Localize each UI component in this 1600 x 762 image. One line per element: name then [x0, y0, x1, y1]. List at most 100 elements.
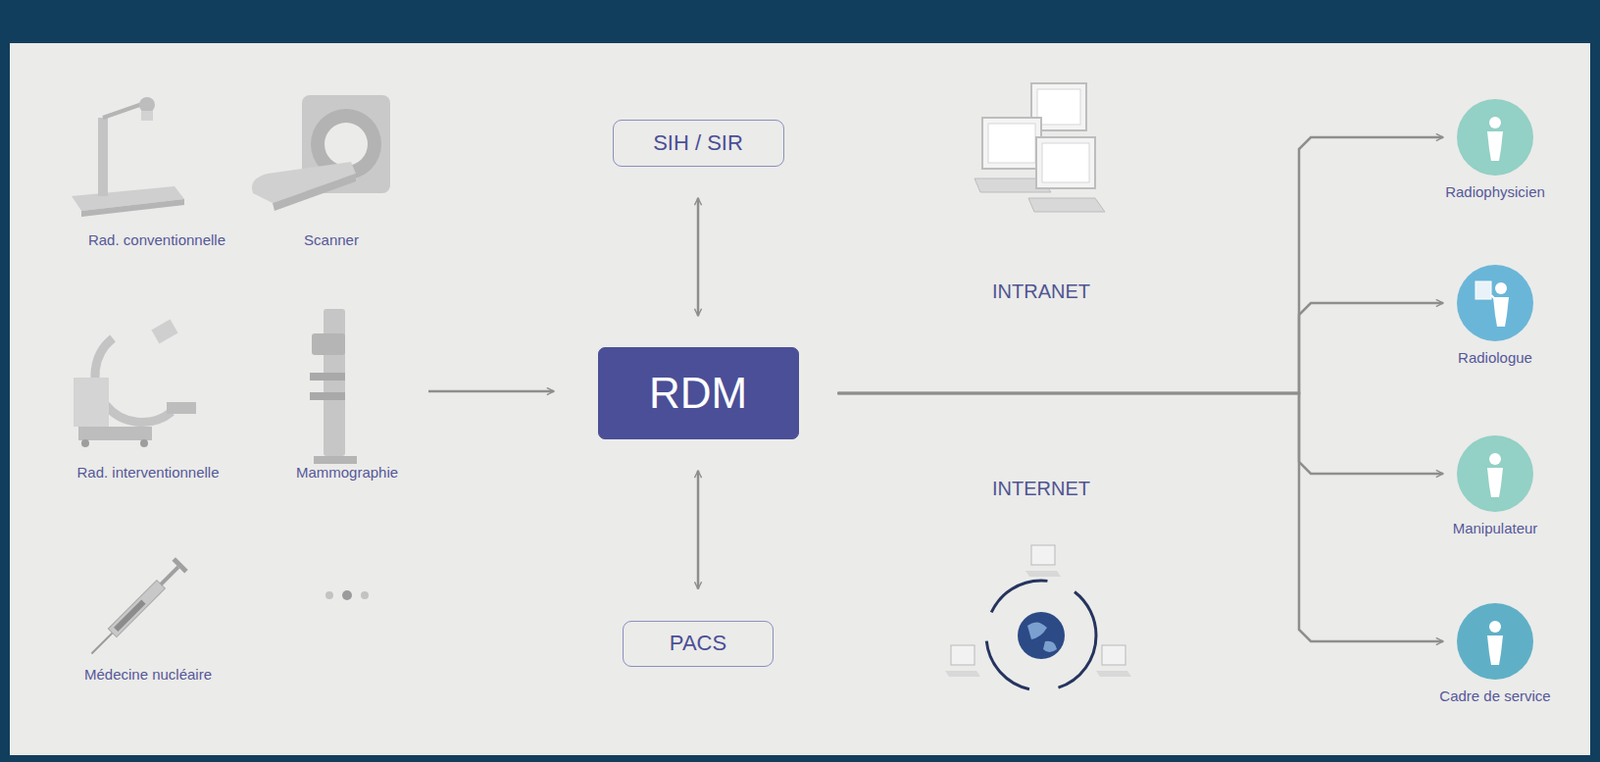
internet-globe-icon-part-part — [1025, 570, 1061, 577]
ct-scanner-icon — [251, 95, 391, 211]
xray-table-icon — [71, 97, 185, 217]
system-box: SIH / SIR — [612, 119, 785, 167]
modality-label: Médecine nucléaire — [84, 665, 212, 683]
ellipsis-dots-part — [360, 591, 369, 600]
person-icon-part — [1487, 131, 1503, 161]
ellipsis-dots-part — [325, 591, 334, 600]
role-circle-fill — [1456, 602, 1534, 680]
role-circle-fill — [1456, 99, 1534, 176]
c-arm-icon-part — [166, 401, 197, 414]
role-node: Radiophysicien — [1406, 99, 1584, 200]
c-arm-icon-part — [140, 439, 149, 448]
role-label: Radiologue — [1457, 349, 1533, 366]
modality-label: Rad. conventionnelle — [88, 231, 226, 249]
internet-globe-icon-part-part — [950, 645, 975, 665]
network-label: INTERNET — [992, 477, 1091, 500]
network-label: INTRANET — [992, 280, 1091, 303]
syringe-icon-part — [91, 632, 112, 653]
ellipsis-dots — [325, 590, 369, 600]
role-circle — [1456, 602, 1534, 680]
internet-globe-icon-part — [1096, 645, 1132, 677]
central-box: RDM — [598, 347, 800, 440]
xray-table-icon-part — [139, 97, 155, 113]
role-circle — [1456, 264, 1534, 342]
mammography-icon-part — [313, 455, 357, 464]
c-arm-icon-part — [78, 426, 152, 441]
xray-table-icon-part — [98, 117, 108, 197]
syringe-icon-part — [159, 565, 181, 587]
role-node: Radiologue — [1406, 264, 1584, 366]
connector-arrow — [838, 393, 1445, 474]
mammography-icon-part — [311, 333, 346, 355]
role-node: Cadre de service — [1406, 602, 1584, 704]
box-label: RDM — [649, 368, 748, 418]
box-label: SIH / SIR — [652, 130, 744, 156]
role-label: Manipulateur — [1452, 519, 1539, 537]
connector-arrow — [838, 302, 1445, 394]
person-icon — [1475, 281, 1509, 327]
intranet-computers-icon-part-part — [1028, 198, 1105, 212]
intranet-computers-icon-part-part — [988, 123, 1036, 163]
ellipsis-dots-part — [342, 590, 352, 600]
system-box: PACS — [622, 620, 774, 667]
panel-background — [9, 43, 1591, 755]
person-icon — [1487, 620, 1503, 665]
intranet-computers-icon-part-part — [1042, 143, 1090, 183]
c-arm-icon-part — [150, 319, 178, 345]
person-icon-part — [1487, 635, 1503, 665]
syringe-icon-part — [107, 580, 165, 638]
role-label: Cadre de service — [1439, 687, 1550, 704]
person-icon — [1487, 452, 1503, 498]
person-icon-part — [1489, 116, 1501, 129]
connector-arrow — [838, 137, 1445, 394]
person-icon — [1487, 116, 1503, 161]
internet-globe-icon-part — [1025, 545, 1061, 577]
internet-globe-icon-part — [1027, 621, 1057, 652]
intranet-computers-icon-part-part — [982, 117, 1042, 169]
internet-globe-icon-part — [986, 580, 1097, 691]
internet-globe-icon-part-part — [945, 670, 981, 677]
input-arrow — [428, 390, 554, 394]
mammography-icon-part — [309, 392, 346, 400]
connector-arrow — [697, 198, 700, 316]
internet-globe-icon-part-part — [1096, 670, 1132, 677]
c-arm-icon-part — [81, 439, 90, 448]
intranet-computers-icon-part-part — [1036, 137, 1096, 189]
xray-table-icon-part — [141, 110, 153, 121]
syringe-icon-part — [171, 556, 188, 573]
mammography-icon-part — [309, 372, 346, 381]
internet-globe-icon-part-part — [1031, 545, 1055, 565]
ct-scanner-icon-part — [324, 122, 368, 166]
modality-label: Rad. interventionnelle — [76, 463, 219, 481]
c-arm-icon — [73, 319, 197, 448]
person-icon-part — [1489, 452, 1501, 465]
box-label: PACS — [669, 630, 727, 656]
role-label: Radiophysicien — [1445, 183, 1546, 200]
person-icon-part — [1489, 620, 1501, 633]
role-circle — [1456, 99, 1534, 176]
role-circle — [1456, 435, 1534, 512]
connector-arrow — [697, 470, 700, 590]
person-icon-part — [1475, 281, 1492, 300]
c-arm-icon-part — [73, 377, 109, 427]
connector-arrow — [838, 393, 1445, 642]
internet-globe-icon-part — [945, 645, 981, 677]
syringe-icon — [85, 556, 189, 660]
mammography-icon — [309, 308, 357, 464]
intranet-computers-icon-part — [1028, 137, 1105, 212]
person-icon-part — [1495, 282, 1507, 295]
person-icon-part — [1487, 467, 1503, 498]
role-circle-fill — [1456, 264, 1534, 342]
mammography-icon-part — [323, 308, 346, 456]
role-node: Manipulateur — [1406, 435, 1584, 537]
modality-label: Mammographie — [296, 463, 399, 481]
modality-label: Scanner — [303, 231, 359, 249]
role-circle-fill — [1456, 435, 1534, 512]
ct-scanner-icon-part — [272, 173, 356, 211]
xray-table-icon-part — [81, 199, 185, 217]
intranet-computers-icon — [974, 83, 1105, 212]
internet-globe-icon-part — [1017, 611, 1065, 659]
